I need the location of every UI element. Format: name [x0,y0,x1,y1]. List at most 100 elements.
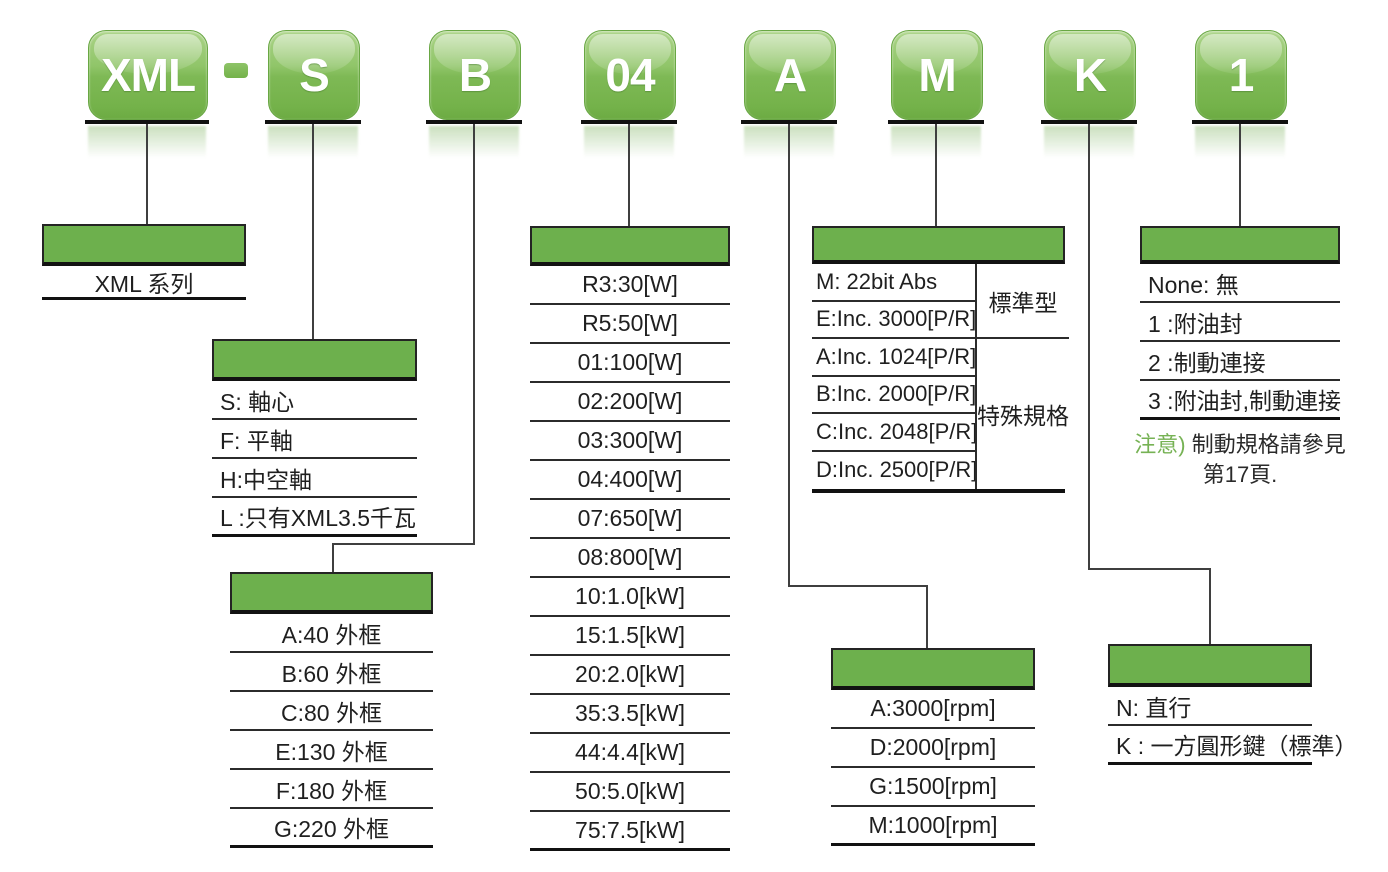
rated-speed-row: M:1000[rpm] [831,807,1035,846]
table-header-bar [42,224,246,266]
badge-text: M [918,49,956,101]
option-row: 2 :制動連接 [1140,342,1340,381]
table-header-bar [1140,226,1340,264]
connector-line [628,124,630,226]
encoder-type-row: M: 22bit Abs [812,264,975,302]
badge-text: K [1073,49,1107,101]
encoder-type-row: E:Inc. 3000[P/R] [812,302,976,339]
connector-line [312,124,314,339]
frame-size-row: A:40 外框 [230,614,433,653]
badge-underline [741,120,837,124]
model-code-badge-option: 1 [1195,30,1287,120]
power-rating-row: 50:5.0[kW] [530,773,730,812]
table-header-bar [530,226,730,266]
connector-line [1088,568,1211,570]
shaft-type-row: H:中空軸 [212,459,417,498]
power-rating-row: 04:400[W] [530,461,730,500]
power-rating-row: 07:650[W] [530,500,730,539]
power-rating-row: 75:7.5[kW] [530,812,730,851]
model-code-badge-xml: XML [88,30,208,120]
connector-line [788,585,928,587]
encoder-group-standard: 標準型 [977,264,1069,339]
badge-underline [85,120,209,124]
shaft-type-row: S: 軸心 [212,381,417,420]
badge-underline [265,120,361,124]
badge-text: B [458,49,492,101]
option-row: None: 無 [1140,264,1340,303]
model-code-badge-key: K [1044,30,1136,120]
frame-size-row: B:60 外框 [230,653,433,692]
rated-speed-row: G:1500[rpm] [831,768,1035,807]
connector-line [1209,568,1211,644]
model-code-badge-shaft: S [268,30,360,120]
brake-spec-note: 注意) 制動規格請參見第17頁. [1134,430,1346,490]
series-table: XML 系列 [42,224,246,300]
option-row: 1 :附油封 [1140,303,1340,342]
badge-underline [1041,120,1137,124]
badge-text: 1 [1228,49,1255,101]
rated-speed-table: A:3000[rpm]D:2000[rpm]G:1500[rpm]M:1000[… [831,648,1035,846]
encoder-type-row: C:Inc. 2048[P/R] [812,414,977,452]
model-code-badge-encoder: M [891,30,983,120]
power-rating-row: 35:3.5[kW] [530,695,730,734]
badge-text: 04 [605,49,655,101]
connector-line [788,124,790,587]
table-header-bar [1108,644,1312,687]
power-rating-row: 01:100[W] [530,344,730,383]
option-row: 3 :附油封,制動連接 [1140,381,1341,420]
frame-size-row: F:180 外框 [230,770,433,809]
shaft-key-row: K : 一方圓形鍵（標準） [1108,726,1358,765]
model-code-badge-speed: A [744,30,836,120]
badge-underline [1192,120,1288,124]
model-code-badge-power: 04 [584,30,676,120]
encoder-type-row: A:Inc. 1024[P/R] [812,339,976,377]
connector-line [332,543,475,545]
badge-underline [888,120,984,124]
rated-speed-row: D:2000[rpm] [831,729,1035,768]
badge-text: A [773,49,807,101]
power-rating-row: 44:4.4[kW] [530,734,730,773]
encoder-type-row: B:Inc. 2000[P/R] [812,377,976,414]
power-rating-row: R3:30[W] [530,266,730,305]
power-rating-row: 08:800[W] [530,539,730,578]
model-code-badge-frame: B [429,30,521,120]
encoder-type-row: D:Inc. 2500[P/R] [816,457,978,483]
shaft-type-row: F: 平軸 [212,420,417,459]
connector-line [146,124,148,224]
power-rating-table: R3:30[W]R5:50[W]01:100[W]02:200[W]03:300… [530,226,730,851]
connector-line [473,124,475,545]
encoder-group-special: 特殊規格 [977,403,1069,429]
connector-line [332,543,334,572]
hyphen-separator [224,63,248,78]
table-header-bar [230,572,433,614]
connector-line [1239,124,1241,226]
connector-line [1088,124,1090,570]
power-rating-row: 03:300[W] [530,422,730,461]
series-row: XML 系列 [42,266,246,300]
note-text: 制動規格請參見第17頁. [1185,432,1346,487]
connector-line [926,585,928,648]
badge-text: S [299,49,330,101]
shaft-type-row: L :只有XML3.5千瓦 [212,498,417,537]
power-rating-row: 15:1.5[kW] [530,617,730,656]
encoder-group-column: 標準型 特殊規格 [975,264,1069,489]
badge-underline [581,120,677,124]
badge-underline [426,120,522,124]
power-rating-row: R5:50[W] [530,305,730,344]
rated-speed-row: A:3000[rpm] [831,690,1035,729]
frame-size-row: E:130 外框 [230,731,433,770]
frame-size-row: C:80 外框 [230,692,433,731]
shaft-key-row: N: 直行 [1108,687,1312,726]
frame-size-row: G:220 外框 [230,809,433,848]
table-header-bar [831,648,1035,690]
connector-line [935,124,937,226]
badge-text: XML [100,49,196,101]
table-header-bar [812,226,1065,264]
